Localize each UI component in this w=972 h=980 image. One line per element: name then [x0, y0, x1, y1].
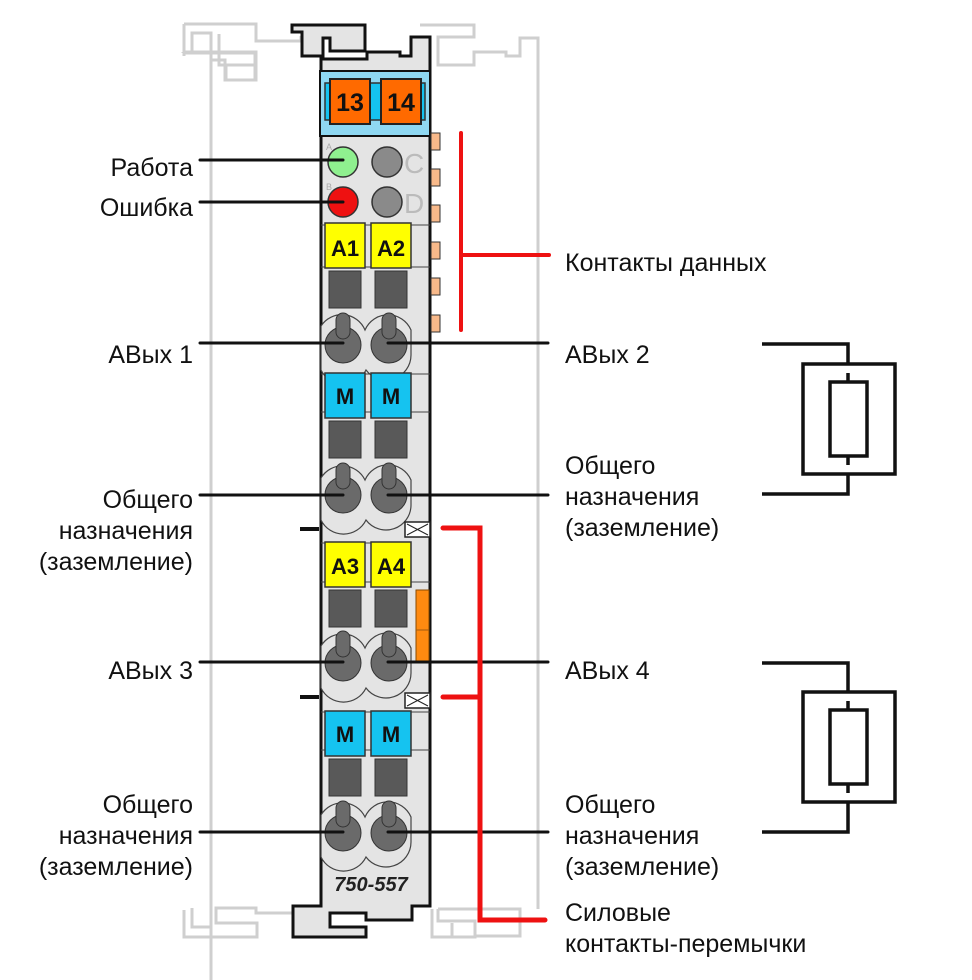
top-terminal-strip: 13 14	[319, 70, 431, 137]
push-button-3[interactable]	[328, 420, 362, 459]
tag-a2-label: A2	[377, 236, 405, 261]
label-common2: Общего назначения (заземление)	[565, 451, 719, 544]
label-aout3: АВых 3	[108, 657, 193, 685]
label-common3-line1: Общего	[102, 791, 193, 819]
label-aout2: АВых 2	[565, 341, 650, 369]
tag-m-4	[370, 710, 412, 757]
tag-a4-label: A4	[377, 554, 406, 579]
section-m-1: M M	[321, 372, 430, 459]
data-contacts-bracket	[459, 131, 551, 332]
ghost-rail-top-right	[420, 23, 540, 905]
led-c-letter: C	[404, 148, 424, 179]
push-button-7[interactable]	[328, 758, 362, 797]
section-m-2: M M	[321, 710, 430, 797]
label-common4-line2: назначения	[565, 822, 700, 850]
label-aout4: АВых 4	[565, 657, 650, 685]
led-d-indicator	[371, 186, 403, 218]
tag-a4	[370, 541, 412, 588]
model-number: 750-557	[334, 874, 408, 896]
push-button-6[interactable]	[374, 589, 408, 628]
label-error: Ошибка	[99, 194, 193, 222]
tag-m-1	[324, 372, 366, 419]
push-button-8[interactable]	[374, 758, 408, 797]
label-common2-line3: (заземление)	[565, 514, 720, 542]
clamp-pair-4	[320, 800, 412, 872]
leader-lines	[198, 158, 550, 834]
ghost-neighbor-left	[181, 50, 258, 980]
push-button-1[interactable]	[328, 270, 362, 309]
label-data-contacts: Контакты данных	[565, 249, 767, 277]
tag-a2	[370, 222, 412, 269]
led-c-indicator	[371, 146, 403, 178]
label-common1-line3: (заземление)	[38, 548, 193, 576]
label-common3: Общего назначения (заземление)	[39, 790, 193, 883]
label-common4-line3: (заземление)	[565, 853, 720, 881]
label-power-jumpers: Силовые контакты-перемычки	[565, 898, 806, 960]
section-a3-a4: A3 A4	[321, 541, 430, 663]
ghost-rail-bottom-left	[182, 905, 295, 939]
tag-a3-label: A3	[331, 554, 359, 579]
power-jumper-bracket	[440, 525, 548, 923]
terminal-13[interactable]	[329, 78, 371, 125]
tag-m-2-label: M	[382, 384, 400, 409]
led-work-indicator	[327, 146, 359, 178]
section-a1-a2: A1 A2	[321, 222, 430, 309]
tag-a1-label: A1	[331, 236, 359, 261]
terminal-14[interactable]	[380, 78, 422, 125]
tag-m-4-label: M	[382, 722, 400, 747]
ghost-rail-top-left	[182, 22, 303, 905]
label-common2-line2: назначения	[565, 483, 700, 511]
tag-a1	[324, 222, 366, 269]
label-common1-line2: назначения	[58, 517, 193, 545]
label-aout1: АВых 1	[108, 341, 193, 369]
label-common1-line1: Общего	[102, 486, 193, 514]
label-common4-line1: Общего	[565, 791, 656, 819]
label-work: Работа	[110, 154, 194, 182]
terminal-14-label: 14	[387, 89, 415, 117]
tag-m-2	[370, 372, 412, 419]
label-common3-line3: (заземление)	[38, 853, 193, 881]
led-group: A C B D	[326, 142, 424, 219]
push-button-5[interactable]	[328, 589, 362, 628]
led-a-letter: A	[326, 142, 332, 152]
label-common3-line2: назначения	[58, 822, 193, 850]
led-b-letter: B	[326, 182, 332, 192]
tag-a3	[324, 541, 366, 588]
data-contacts	[430, 132, 441, 333]
label-common2-line1: Общего	[565, 452, 656, 480]
terminal-13-label: 13	[336, 89, 364, 117]
resistor-load-icon-1	[762, 342, 897, 496]
resistor-load-icon-2	[762, 661, 897, 834]
label-common1: Общего назначения (заземление)	[39, 485, 193, 578]
tag-m-3	[324, 710, 366, 757]
power-jumper-marker-bottom	[404, 692, 431, 709]
tag-m-1-label: M	[336, 384, 354, 409]
led-d-letter: D	[404, 188, 424, 219]
label-common4: Общего назначения (заземление)	[565, 790, 719, 883]
tag-m-3-label: M	[336, 722, 354, 747]
clamp-pair-1	[320, 312, 412, 385]
power-jumper-orange	[415, 589, 430, 663]
power-jumper-marker-top	[404, 521, 431, 538]
push-button-2[interactable]	[374, 270, 408, 309]
label-power-jumpers-line1: Силовые	[565, 899, 671, 927]
push-button-4[interactable]	[374, 420, 408, 459]
label-power-jumpers-line2: контакты-перемычки	[565, 930, 807, 958]
